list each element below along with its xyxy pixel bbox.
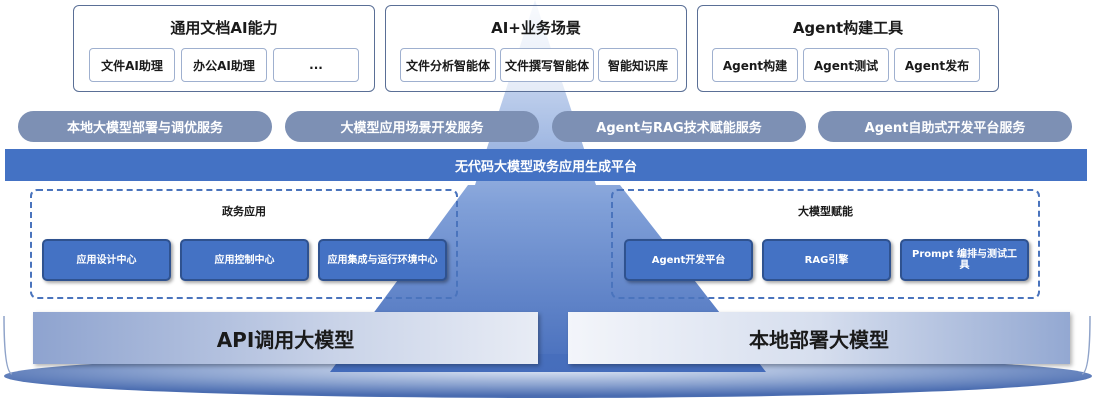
chip-agent-build: Agent构建 [712,48,798,82]
chip-file-ai-assistant: 文件AI助理 [89,48,175,82]
empower-rag-engine: RAG引擎 [762,239,891,281]
empower-agent-dev-platform: Agent开发平台 [624,239,753,281]
card-agent-build-tools: Agent构建工具 Agent构建 Agent测试 Agent发布 [697,5,999,92]
gov-app-design-center: 应用设计中心 [42,239,171,281]
gov-app-integration-center: 应用集成与运行环境中心 [318,239,447,281]
chip-more: ... [273,48,359,82]
card-title: 通用文档AI能力 [170,19,278,37]
chip-agent-publish: Agent发布 [894,48,980,82]
chip-agent-test: Agent测试 [803,48,889,82]
group-gov-apps: 政务应用 应用设计中心 应用控制中心 应用集成与运行环境中心 [30,189,458,299]
api-model-bar: API调用大模型 [33,312,538,364]
gov-app-control-center: 应用控制中心 [180,239,309,281]
service-agent-rag: Agent与RAG技术赋能服务 [552,111,806,142]
base-platform-ellipse [4,354,1092,398]
chip-file-writing-agent: 文件撰写智能体 [500,48,594,82]
chip-file-analysis-agent: 文件分析智能体 [400,48,496,82]
card-title: Agent构建工具 [792,19,904,37]
card-title: AI+业务场景 [491,19,581,37]
group-title: 大模型赋能 [798,205,853,218]
platform-bar: 无代码大模型政务应用生成平台 [5,149,1087,181]
local-model-bar: 本地部署大模型 [568,312,1070,364]
empower-prompt-tool: Prompt 编排与测试工具 [900,239,1029,281]
group-model-empower: 大模型赋能 Agent开发平台 RAG引擎 Prompt 编排与测试工具 [611,189,1040,299]
group-title: 政务应用 [222,205,266,218]
card-ai-business-scenarios: AI+业务场景 文件分析智能体 文件撰写智能体 智能知识库 [385,5,687,92]
chip-office-ai-assistant: 办公AI助理 [181,48,267,82]
card-general-doc-ai: 通用文档AI能力 文件AI助理 办公AI助理 ... [73,5,375,92]
service-agent-selfservice: Agent自助式开发平台服务 [818,111,1072,142]
chip-knowledge-base: 智能知识库 [598,48,678,82]
service-scenario-dev: 大模型应用场景开发服务 [285,111,539,142]
service-local-model-deploy: 本地大模型部署与调优服务 [18,111,272,142]
